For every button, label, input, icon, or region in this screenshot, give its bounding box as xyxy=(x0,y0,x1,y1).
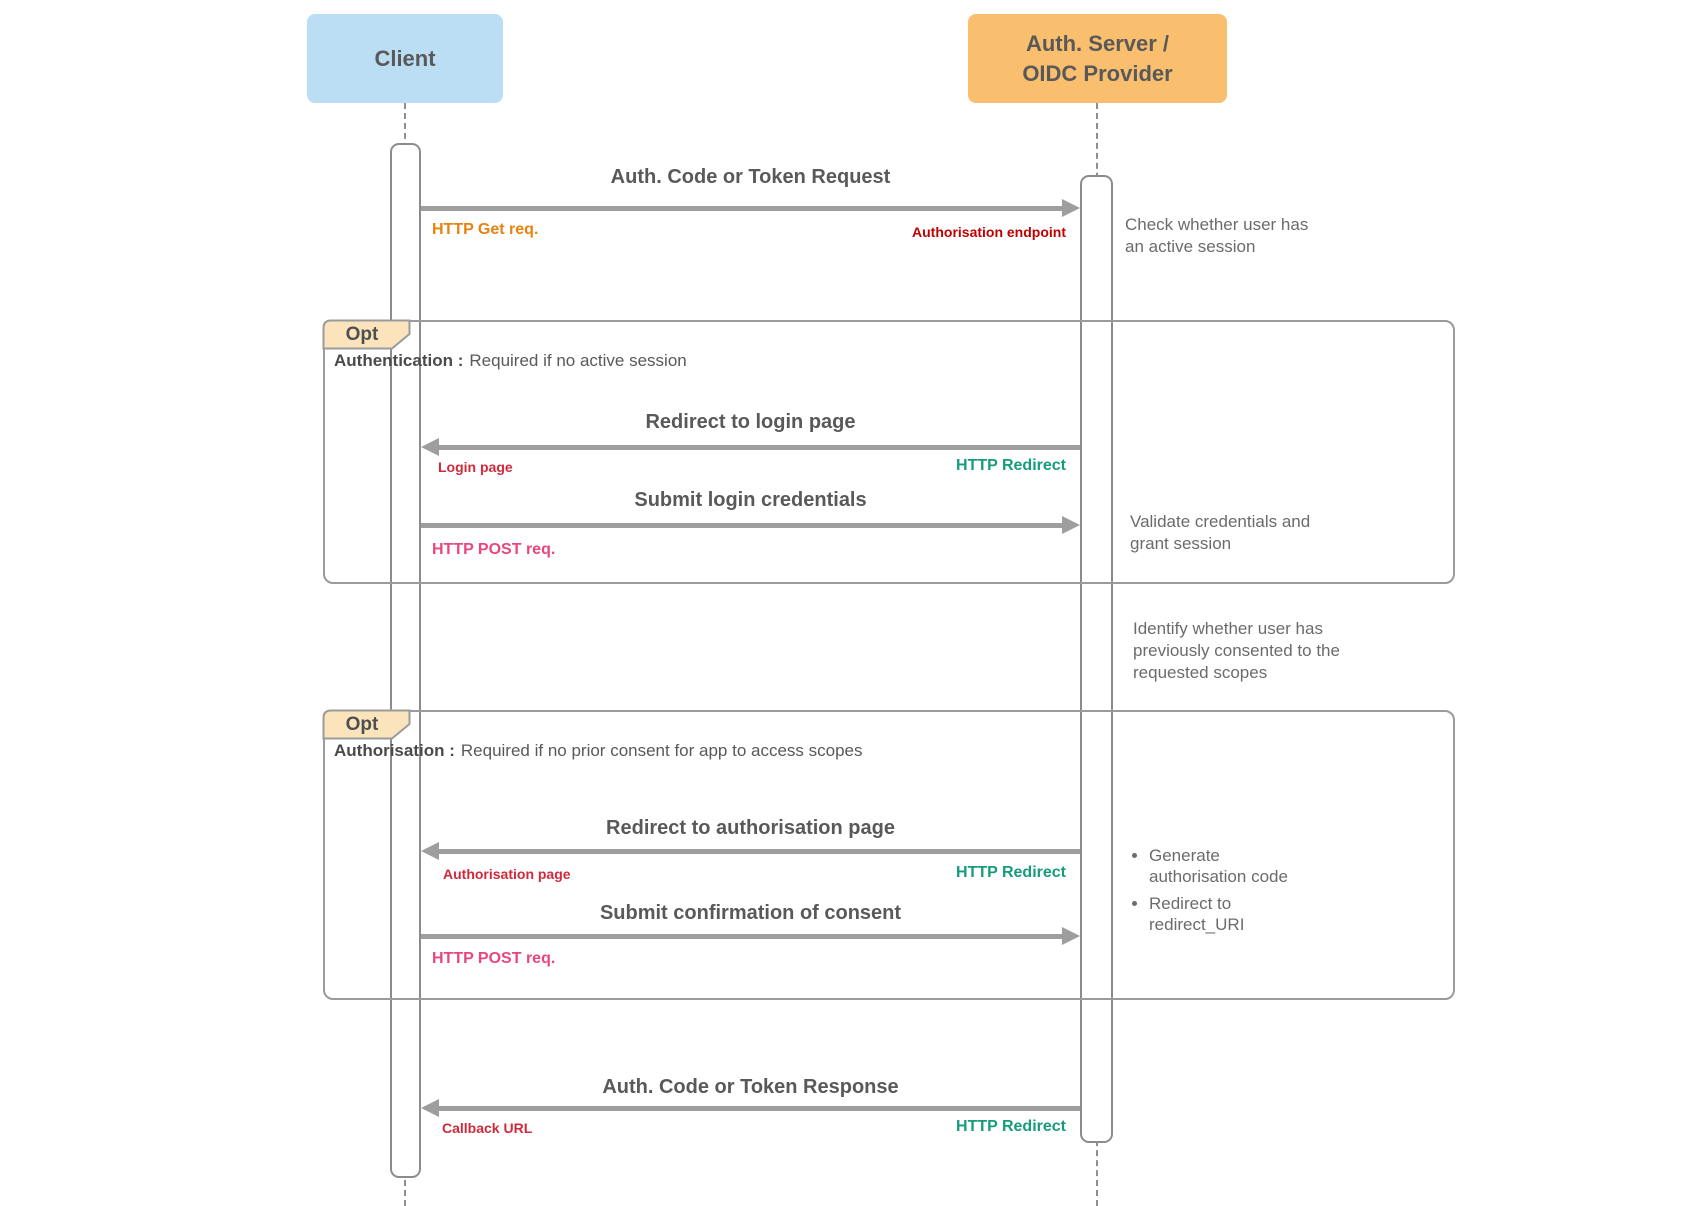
note-identify-consent: Identify whether user has previously con… xyxy=(1133,619,1340,683)
fragment-condition: Required if no active session xyxy=(469,351,687,370)
message-title: Submit confirmation of consent xyxy=(599,902,902,924)
opt-fragment-authentication-tab: Opt xyxy=(322,319,411,350)
fragment-condition: Required if no prior consent for app to … xyxy=(460,741,863,760)
message-title: Submit login credentials xyxy=(634,489,867,511)
message-arrow xyxy=(421,523,1063,528)
message-right-label: HTTP Redirect xyxy=(956,1118,1066,1135)
opt-fragment-authorisation xyxy=(323,710,1455,1000)
client-activation-bar xyxy=(390,143,421,1178)
arrowhead-left-icon xyxy=(421,1099,439,1117)
message-left-label: HTTP POST req. xyxy=(432,541,556,558)
note-generate-code: Generate authorisation code Redirect to … xyxy=(1125,845,1307,940)
message-right-label: HTTP Redirect xyxy=(956,457,1066,474)
message-title: Auth. Code or Token Request xyxy=(610,166,891,188)
message-right-label: Authorisation endpoint xyxy=(912,224,1066,240)
fragment-tab-shape-icon xyxy=(322,319,411,350)
arrowhead-left-icon xyxy=(421,438,439,456)
server-activation-bar xyxy=(1080,175,1113,1143)
fragment-tab-shape-icon xyxy=(322,709,411,740)
fragment-authentication-label: Authentication : Required if no active se… xyxy=(334,351,687,371)
message-left-label: Authorisation page xyxy=(443,866,571,882)
note-bullet: Redirect to redirect_URI xyxy=(1149,893,1307,936)
message-left-label: HTTP POST req. xyxy=(432,950,556,967)
fragment-title: Authentication : xyxy=(334,351,464,370)
opt-fragment-authentication xyxy=(323,320,1455,584)
arrowhead-right-icon xyxy=(1062,199,1080,217)
fragment-title: Authorisation : xyxy=(334,741,455,760)
message-arrow xyxy=(439,849,1080,854)
note-bullet: Generate authorisation code xyxy=(1149,845,1307,888)
message-arrow xyxy=(439,1106,1080,1111)
opt-fragment-authorisation-tab: Opt xyxy=(322,709,411,740)
message-arrow xyxy=(421,934,1063,939)
arrowhead-right-icon xyxy=(1062,927,1080,945)
message-title: Redirect to authorisation page xyxy=(606,817,895,839)
message-right-label: HTTP Redirect xyxy=(956,864,1066,881)
arrowhead-right-icon xyxy=(1062,516,1080,534)
actor-auth-server-label: Auth. Server / OIDC Provider xyxy=(1022,30,1173,86)
note-check-session: Check whether user has an active session xyxy=(1125,215,1309,257)
fragment-keyword: Opt xyxy=(345,714,379,735)
message-title: Auth. Code or Token Response xyxy=(602,1076,899,1098)
message-arrow xyxy=(421,206,1063,211)
actor-client-label: Client xyxy=(374,45,436,71)
actor-auth-server: Auth. Server / OIDC Provider xyxy=(968,14,1227,103)
message-title: Redirect to login page xyxy=(645,411,856,433)
actor-client: Client xyxy=(307,14,503,103)
arrowhead-left-icon xyxy=(421,842,439,860)
fragment-authorisation-label: Authorisation : Required if no prior cons… xyxy=(334,741,863,761)
message-left-label: Login page xyxy=(438,459,513,475)
message-left-label: HTTP Get req. xyxy=(432,221,539,238)
note-validate-credentials: Validate credentials and grant session xyxy=(1130,512,1311,554)
message-arrow xyxy=(439,445,1080,450)
message-left-label: Callback URL xyxy=(442,1120,533,1136)
fragment-keyword: Opt xyxy=(345,324,379,345)
